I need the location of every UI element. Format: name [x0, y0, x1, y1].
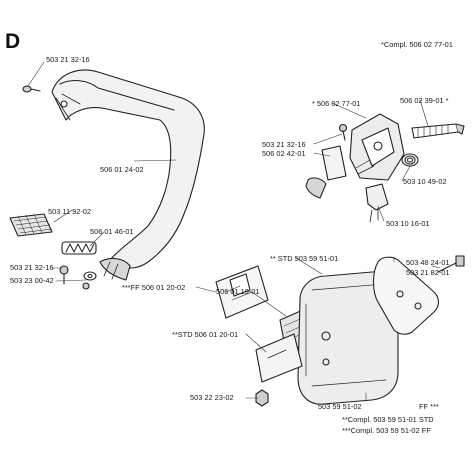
- muffler-nut: [255, 389, 269, 407]
- part-label-506011901: 506 01 19-01: [216, 287, 260, 296]
- heat-shield: [215, 265, 269, 319]
- part-label-503101601: 503 10 16-01: [386, 219, 430, 228]
- coil-spring: [401, 153, 419, 167]
- mesh-plate: [9, 213, 53, 237]
- screw-top-right: [338, 123, 348, 141]
- part-label-503104902: 503 10 49-02: [403, 177, 447, 186]
- trigger-housing: [349, 113, 405, 181]
- screw-bottom-left: [59, 265, 69, 285]
- leader-lines: [27, 61, 441, 401]
- spring-element: [61, 241, 97, 255]
- part-label-503595101: ** STD 503 59 51-01: [270, 254, 339, 263]
- part-label-506014601: 506 01 46-01: [90, 227, 134, 236]
- part-label-503218201: 503 21 82-01: [406, 268, 450, 277]
- part-label-503119202: 503 11 92-02: [48, 207, 92, 216]
- section-letter: D: [5, 30, 21, 53]
- compl-footer-ff: ***Compl. 503 59 51-02 FF: [342, 426, 431, 435]
- muffler-lower-bracket: [255, 333, 303, 383]
- screw-top-left: [22, 85, 41, 93]
- part-label-503482401: 503 48 24-01: [406, 258, 450, 267]
- part-label-503213216-top: 503 21 32-16: [46, 55, 90, 64]
- part-label-506012002: ***FF 506 01 20-02: [122, 283, 186, 292]
- part-label-506023901: 506 02 39-01 *: [400, 96, 449, 105]
- ff-marker-label: FF ***: [419, 402, 439, 411]
- muffler-bolt: [437, 255, 465, 273]
- part-label-503222302: 503 22 23-02: [190, 393, 234, 402]
- compl-footer-std: **Compl. 503 59 51-01 STD: [342, 415, 434, 424]
- muffler-gasket: [372, 256, 440, 335]
- threaded-pin: [411, 123, 465, 139]
- part-label-503595102: 503 59 51-02: [318, 402, 362, 411]
- muffler-body: [297, 271, 399, 405]
- part-label-506027701: * 506 02 77-01: [312, 99, 361, 108]
- part-label-503230042: 503 23 00-42: [10, 276, 54, 285]
- part-label-503213216-bottom: 503 21 32-16: [10, 263, 54, 272]
- compl-top-label: *Compl. 506 02 77-01: [381, 40, 453, 49]
- part-label-503213216-right: 503 21 32-16: [262, 140, 306, 149]
- part-label-506012402: 506 01 24-02: [100, 165, 144, 174]
- part-label-506012001: **STD 506 01 20-01: [172, 330, 239, 339]
- front-handle-bar: [51, 69, 205, 281]
- small-bracket: [365, 183, 389, 223]
- part-label-506024201: 506 02 42-01: [262, 149, 306, 158]
- lever-part: [305, 145, 347, 199]
- washer-bottom-left: [82, 271, 97, 290]
